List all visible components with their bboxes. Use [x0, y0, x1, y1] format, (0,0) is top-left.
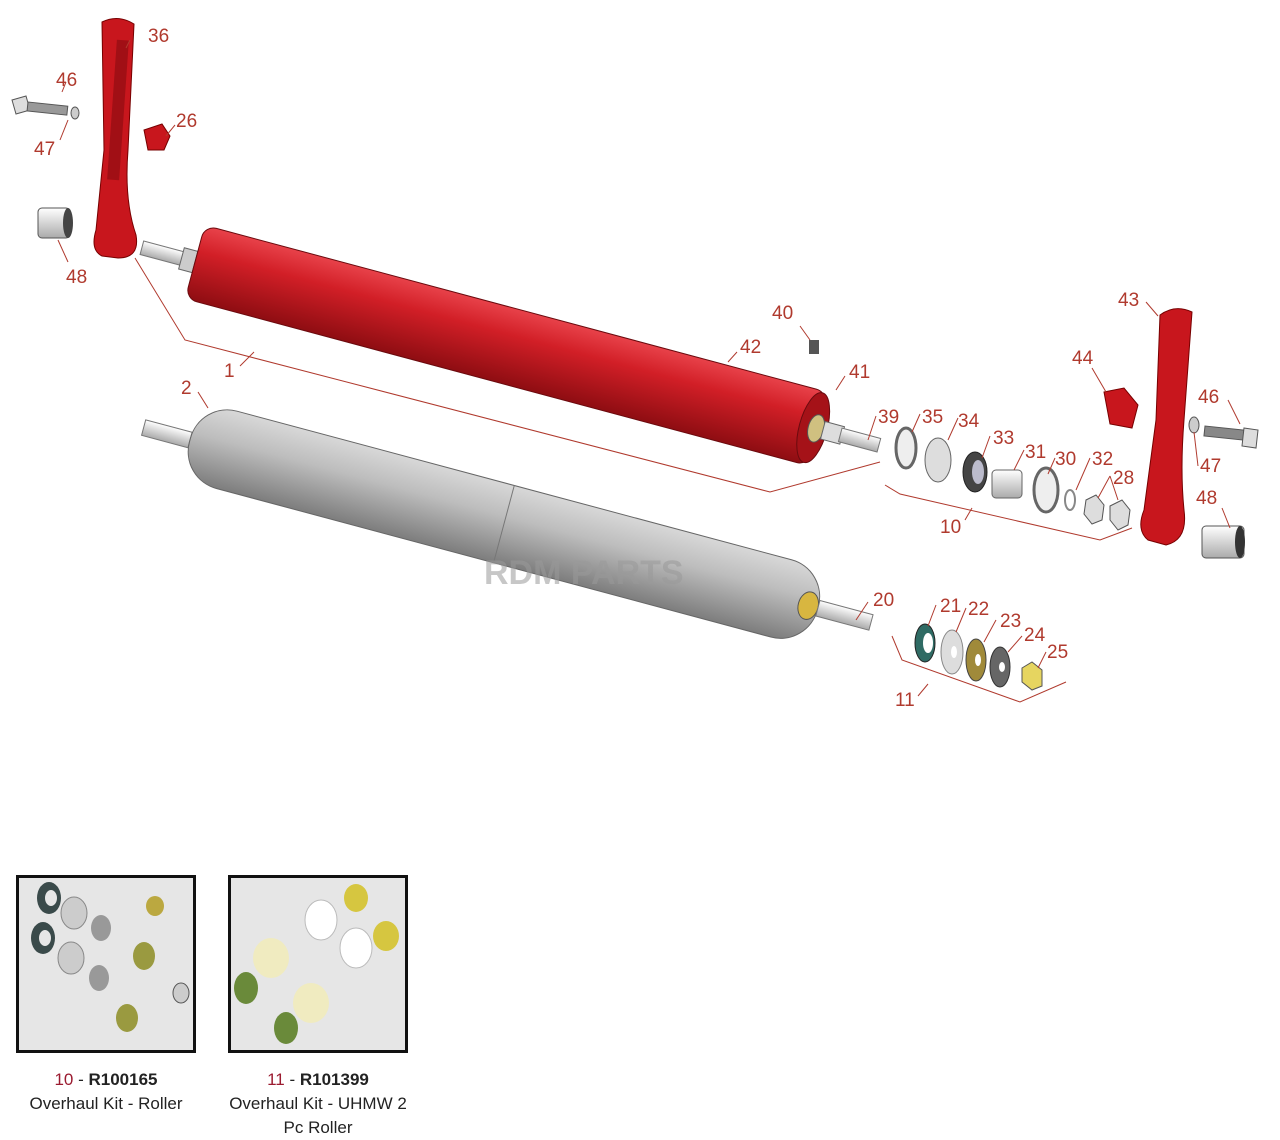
- callout-36: 36: [148, 26, 169, 47]
- kit-10-separator: -: [73, 1070, 89, 1089]
- callout-26: 26: [176, 111, 197, 132]
- bracket-26: [143, 123, 171, 151]
- kit-10-parts-image: [31, 882, 190, 1032]
- callout-47: 47: [34, 139, 55, 160]
- callout-46: 46: [56, 70, 77, 91]
- callout-41: 41: [849, 362, 870, 383]
- callout-10: 10: [940, 517, 961, 538]
- callout-42: 42: [740, 337, 761, 358]
- callout-48: 48: [66, 267, 87, 288]
- bushing-48-right: [1201, 525, 1245, 559]
- kit-10-caption: 10 - R100165 Overhaul Kit - Roller: [0, 1068, 236, 1116]
- watermark: RDM PARTS: [484, 554, 684, 592]
- callout-32: 32: [1092, 449, 1113, 470]
- kit-11-parts-image: [234, 884, 399, 1044]
- grey-roller-2: [140, 409, 874, 639]
- callout-47-right: 47: [1200, 456, 1221, 477]
- callout-24: 24: [1024, 625, 1046, 646]
- callout-46-right: 46: [1198, 387, 1219, 408]
- set-screw-40: [809, 340, 819, 354]
- kit-11-thumbnail: [228, 875, 408, 1053]
- kit-10-number: 10: [54, 1070, 74, 1089]
- callout-43: 43: [1118, 290, 1139, 311]
- kit-11-caption: 11 - R101399 Overhaul Kit - UHMW 2 Pc Ro…: [188, 1068, 448, 1140]
- left-arm-36: [93, 18, 138, 259]
- red-roller-42: [139, 227, 882, 464]
- callout-28: 28: [1113, 468, 1134, 489]
- bushing-48-left: [37, 207, 73, 239]
- kit-10-description: Overhaul Kit - Roller: [29, 1094, 183, 1113]
- kit-11-part-number: R101399: [299, 1070, 369, 1089]
- kit-11-description: Overhaul Kit - UHMW 2 Pc Roller: [229, 1094, 407, 1137]
- callout-labels: 36 46 47 26 48 1 2 42 40 41 39 35 34 33 …: [34, 26, 1221, 711]
- callout-35: 35: [922, 407, 943, 428]
- callout-40: 40: [772, 303, 793, 324]
- bolt-46-right: [1188, 416, 1259, 449]
- bracket-44: [1103, 387, 1139, 429]
- seal-kit-11-parts: [914, 623, 1043, 691]
- callout-21: 21: [940, 596, 961, 617]
- callout-2: 2: [181, 378, 192, 399]
- callout-44: 44: [1072, 348, 1094, 369]
- callout-11: 11: [895, 690, 915, 711]
- right-arm-43: [1140, 308, 1193, 546]
- leader-lines: [57, 39, 1241, 703]
- callout-39: 39: [878, 407, 899, 428]
- bearing-kit-10-parts: [894, 426, 1131, 531]
- callout-34: 34: [958, 411, 980, 432]
- callout-23: 23: [1000, 611, 1021, 632]
- callout-30: 30: [1055, 449, 1076, 470]
- kit-11-separator: -: [284, 1070, 300, 1089]
- callout-25: 25: [1047, 642, 1068, 663]
- callout-33: 33: [993, 428, 1014, 449]
- callout-48-right: 48: [1196, 488, 1217, 509]
- callout-22: 22: [968, 599, 989, 620]
- bolt-46-left: [11, 95, 80, 120]
- callout-20: 20: [873, 590, 894, 611]
- callout-31: 31: [1025, 442, 1046, 463]
- kit-10-thumbnail: [16, 875, 196, 1053]
- callout-1: 1: [224, 361, 235, 382]
- kit-11-number: 11: [267, 1070, 285, 1089]
- kit-10-part-number: R100165: [88, 1070, 158, 1089]
